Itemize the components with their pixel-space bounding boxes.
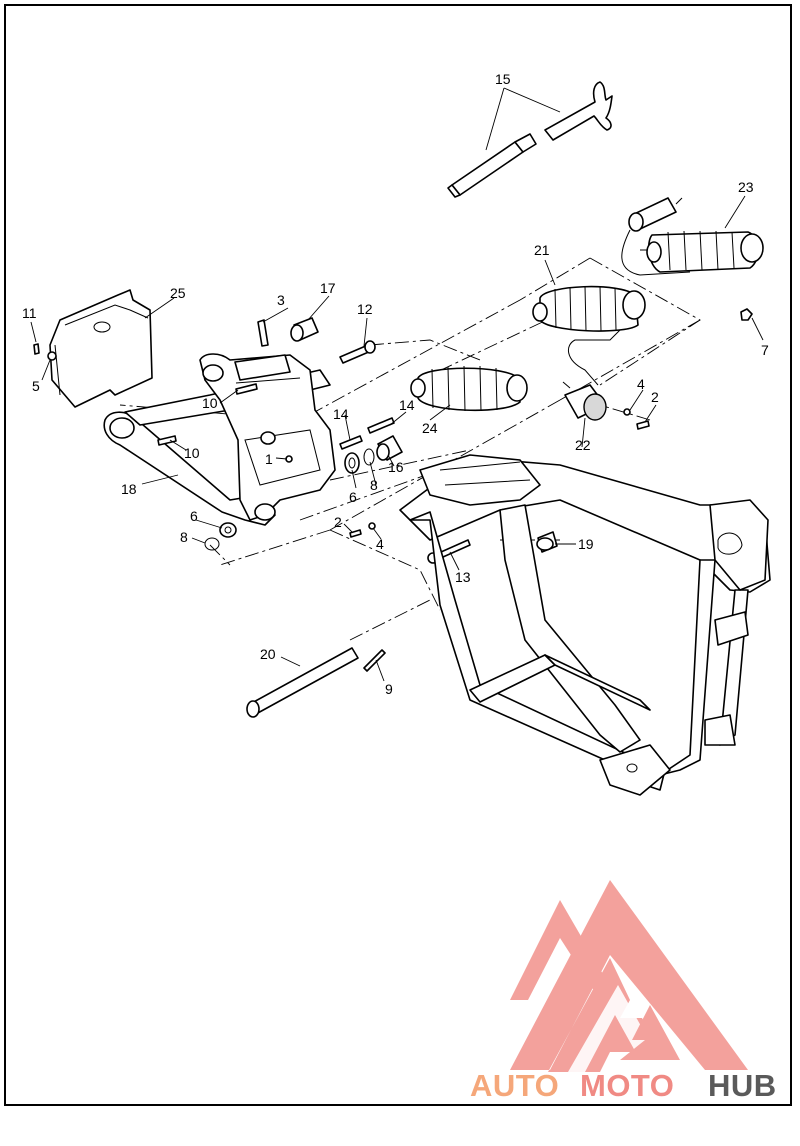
callout-15: 15 (495, 71, 511, 87)
callout-10-upper: 10 (202, 395, 218, 411)
watermark-brand-text: AUTO MOTO HUB (470, 1068, 777, 1103)
watermark-auto: AUTO (470, 1068, 559, 1103)
callout-8-lower: 8 (180, 529, 188, 545)
callout-20: 20 (260, 646, 276, 662)
watermark-hub: HUB (708, 1068, 777, 1103)
callout-leaders (30, 87, 764, 682)
watermark-triangle-icon (510, 880, 748, 1072)
callout-11: 11 (22, 305, 37, 321)
callout-14-left: 14 (333, 406, 349, 422)
callout-1: 1 (265, 451, 273, 467)
part-25-cover (49, 289, 153, 408)
callout-21: 21 (534, 242, 550, 258)
callout-6-upper: 6 (349, 489, 357, 505)
watermark-logo (510, 880, 748, 1072)
callout-12: 12 (357, 301, 373, 317)
callout-2-right: 2 (651, 389, 659, 405)
callout-18: 18 (121, 481, 137, 497)
callout-13: 13 (455, 569, 471, 585)
part-15-shock-tool (447, 81, 613, 198)
callout-16: 16 (388, 459, 404, 475)
callout-14-right: 14 (399, 397, 415, 413)
callout-25: 25 (170, 285, 186, 301)
callout-3: 3 (277, 292, 285, 308)
callout-5: 5 (32, 378, 40, 394)
part-22-reservoir (562, 381, 607, 421)
callout-6-lower: 6 (190, 508, 198, 524)
part-21-shock (532, 285, 646, 386)
callout-24: 24 (422, 420, 438, 436)
watermark-moto: MOTO (580, 1068, 674, 1103)
callout-8-upper: 8 (370, 477, 378, 493)
callout-7: 7 (761, 342, 769, 358)
callout-22: 22 (575, 437, 591, 453)
callout-23: 23 (738, 179, 754, 195)
callout-4-right: 4 (637, 376, 645, 392)
callout-2-center: 2 (334, 514, 342, 530)
part-23-shock (621, 197, 764, 276)
callout-9: 9 (385, 681, 393, 697)
main-frame (399, 454, 771, 796)
diagram-frame (4, 4, 792, 1106)
callout-4-center: 4 (376, 536, 384, 552)
part-24-shock (410, 365, 528, 412)
callout-labels: 15 23 21 3 17 12 25 11 5 7 4 2 10 10 1 1… (22, 71, 769, 697)
callout-19: 19 (578, 536, 594, 552)
callout-17: 17 (320, 280, 336, 296)
callout-10-lower: 10 (184, 445, 200, 461)
